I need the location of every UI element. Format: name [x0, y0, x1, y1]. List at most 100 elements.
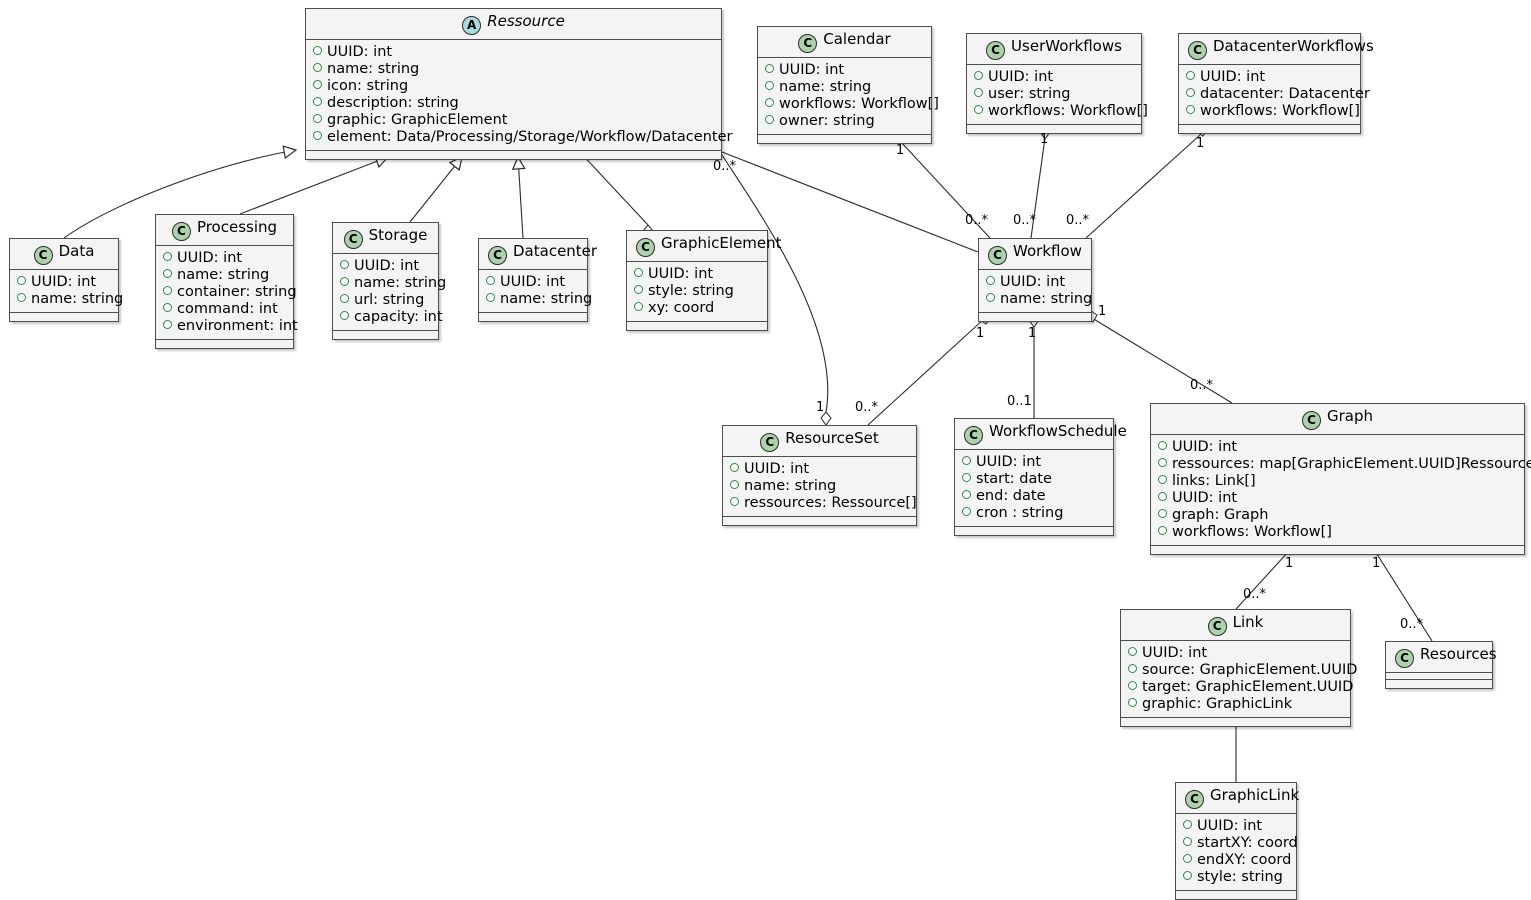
attribute-row: UUID: int: [730, 461, 908, 478]
class-icon: C: [1395, 649, 1414, 668]
attribute-row: icon: string: [313, 78, 713, 95]
attribute-row: owner: string: [765, 113, 923, 130]
attribute-label: url: string: [354, 292, 425, 308]
attribute-row: name: string: [486, 291, 592, 308]
attribute-label: icon: string: [327, 78, 409, 94]
class-methods-resourceset: [723, 517, 916, 525]
class-box-resources[interactable]: C Resources: [1385, 641, 1497, 689]
visibility-public-icon: [313, 114, 322, 123]
attribute-row: UUID: int: [974, 69, 1133, 86]
class-name-ressource: Ressource: [487, 12, 565, 30]
multiplicity-label: 0..*: [1190, 378, 1214, 393]
attribute-row: name: string: [163, 267, 285, 284]
class-name-workflow: Workflow: [1013, 242, 1082, 260]
attribute-row: workflows: Workflow[]: [765, 96, 939, 113]
class-methods-graph: [1151, 546, 1524, 554]
attribute-label: UUID: int: [177, 250, 243, 266]
attribute-label: command: int: [177, 301, 278, 317]
multiplicity-label: 1: [896, 143, 905, 158]
class-header-ressource: A Ressource: [306, 9, 721, 40]
attribute-row: workflows: Workflow[]: [1158, 524, 1516, 541]
attribute-label: UUID: int: [1172, 490, 1238, 506]
class-icon: C: [171, 222, 191, 241]
visibility-public-icon: [1186, 71, 1195, 80]
visibility-public-icon: [1158, 509, 1167, 518]
attribute-label: owner: string: [779, 113, 875, 129]
attribute-row: container: string: [163, 284, 297, 301]
attribute-row: graph: Graph: [1158, 507, 1516, 524]
abstract-class-icon: A: [462, 16, 482, 35]
multiplicity-label: 0..*: [1243, 587, 1267, 602]
attribute-row: element: Data/Processing/Storage/Workflo…: [313, 129, 732, 146]
multiplicity-label: 1: [1372, 556, 1381, 571]
attribute-label: name: string: [327, 61, 420, 77]
attribute-label: graphic: GraphicElement: [327, 112, 508, 128]
visibility-public-icon: [1158, 526, 1167, 535]
attribute-label: startXY: coord: [1197, 835, 1298, 851]
class-methods-graphicelement: [627, 322, 767, 330]
class-methods-storage: [333, 331, 438, 339]
visibility-public-icon: [340, 260, 349, 269]
attribute-label: UUID: int: [1197, 818, 1263, 834]
attribute-row: graphic: GraphicElement: [313, 112, 713, 129]
class-name-processing: Processing: [196, 218, 278, 236]
visibility-public-icon: [340, 294, 349, 303]
attribute-row: name: string: [765, 79, 923, 96]
class-name-resources: Resources: [1420, 645, 1497, 663]
attribute-label: UUID: int: [1000, 274, 1066, 290]
visibility-public-icon: [974, 88, 983, 97]
multiplicity-label: 1: [1028, 326, 1037, 341]
visibility-public-icon: [730, 463, 739, 472]
attribute-label: name: string: [779, 79, 872, 95]
visibility-public-icon: [163, 320, 172, 329]
attribute-row: capacity: int: [340, 309, 443, 326]
attribute-row: UUID: int: [313, 44, 713, 61]
attribute-row: ressources: map[GraphicElement.UUID]Ress…: [1158, 456, 1531, 473]
visibility-public-icon: [1183, 820, 1192, 829]
attribute-row: UUID: int: [163, 250, 285, 267]
visibility-public-icon: [1183, 854, 1192, 863]
visibility-public-icon: [765, 81, 774, 90]
attribute-row: ressources: Ressource[]: [730, 495, 917, 512]
attribute-row: graphic: GraphicLink: [1128, 696, 1342, 713]
edge-processing-ressource: [239, 157, 388, 215]
class-icon: C: [1207, 617, 1227, 636]
class-methods-data: [10, 313, 118, 321]
attribute-row: UUID: int: [17, 274, 110, 291]
visibility-public-icon: [634, 268, 643, 277]
attribute-row: UUID: int: [486, 274, 579, 291]
attribute-row: name: string: [730, 478, 908, 495]
attribute-label: description: string: [327, 95, 459, 111]
visibility-public-icon: [1158, 441, 1167, 450]
visibility-public-icon: [163, 303, 172, 312]
attribute-label: graphic: GraphicLink: [1142, 696, 1293, 712]
attribute-row: UUID: int: [1183, 818, 1288, 835]
attribute-row: UUID: int: [634, 266, 759, 283]
attribute-label: UUID: int: [1200, 69, 1266, 85]
